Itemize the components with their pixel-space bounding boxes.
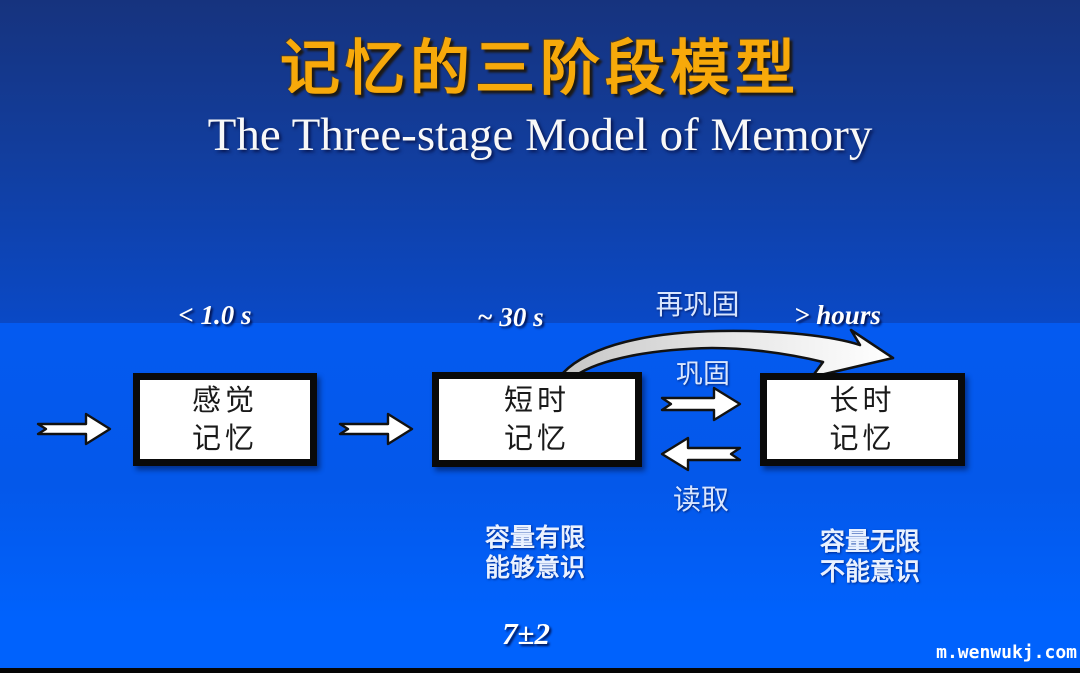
slide-title-cn: 记忆的三阶段模型	[280, 34, 800, 104]
long-term-memory-label-line2: 记忆	[829, 421, 896, 455]
short-term-memory-label-line1: 短时	[503, 383, 570, 417]
consolidation-arrow-icon	[660, 386, 742, 422]
bottom-letterbox-bar	[0, 668, 1080, 673]
short-term-note-line2: 能够意识	[484, 552, 585, 582]
long-term-memory-label-line1: 长时	[829, 383, 896, 417]
long-term-note-line2: 不能意识	[819, 556, 920, 586]
reconsolidation-label: 再巩固	[655, 288, 740, 321]
input-arrow-icon	[36, 412, 112, 446]
short-term-note-line1: 容量有限	[484, 523, 585, 552]
retrieval-label: 读取	[672, 483, 729, 516]
long-term-note-line1: 容量无限	[819, 527, 920, 556]
sensory-memory-label-line1: 感觉	[191, 383, 258, 417]
short-term-note: 容量有限 能够意识	[455, 523, 615, 582]
duration-long-term: > hours	[794, 300, 881, 330]
duration-short-term: ~ 30 s	[477, 302, 544, 332]
capacity-value: 7±2	[502, 616, 551, 651]
sensory-memory-box: 感觉 记忆	[133, 373, 317, 466]
duration-sensory: < 1.0 s	[178, 300, 252, 330]
sensory-memory-label-line2: 记忆	[191, 421, 258, 455]
slide-title-en: The Three-stage Model of Memory	[207, 109, 873, 161]
short-term-memory-box: 短时 记忆	[432, 372, 642, 467]
consolidation-label: 巩固	[676, 359, 730, 390]
watermark: m.wenwukj.com	[936, 642, 1077, 663]
sensory-to-short-arrow-icon	[338, 412, 414, 446]
long-term-note: 容量无限 不能意识	[790, 527, 950, 586]
short-term-memory-label-line2: 记忆	[503, 421, 570, 455]
long-term-memory-box: 长时 记忆	[760, 373, 965, 466]
retrieval-arrow-icon	[660, 436, 742, 472]
reconsolidation-curved-arrow-icon	[561, 328, 895, 379]
